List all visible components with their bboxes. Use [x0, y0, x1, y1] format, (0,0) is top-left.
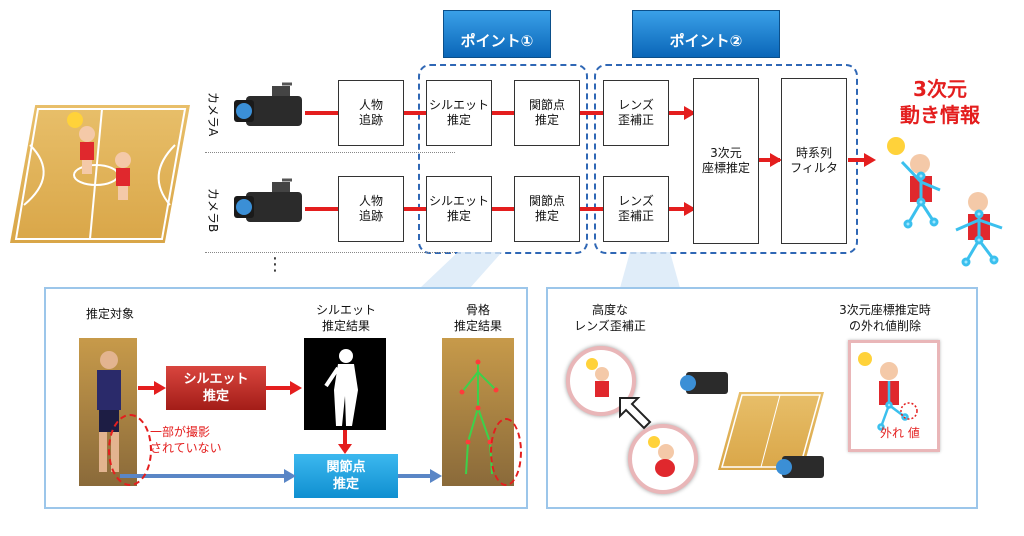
video-camera-icon — [234, 82, 302, 126]
arrow-head — [154, 381, 166, 395]
lens-correction-box: レンズ 歪補正 — [603, 176, 669, 242]
silhouette-estimation-step: シルエット 推定 — [166, 366, 266, 410]
joint-estimation-box: 関節点 推定 — [514, 176, 580, 242]
row-separator — [205, 152, 455, 153]
flow-line — [398, 474, 432, 478]
joint-estimation-step: 関節点 推定 — [294, 454, 398, 498]
point-1-title: ポイント① — [460, 32, 534, 50]
lens-circle-distorted — [628, 424, 698, 494]
outlier-removal-label: 3次元座標推定時 の外れ値削除 — [839, 303, 931, 333]
flow-line — [120, 474, 288, 478]
point-2-title: ポイント② — [669, 32, 743, 50]
skeleton-result-label: 骨格 推定結果 — [453, 303, 502, 333]
person-tracking-box: 人物 追跡 — [338, 80, 404, 146]
arrow-head — [430, 469, 442, 483]
output-title: 3次元 動き情報 — [900, 77, 980, 127]
silhouette-result-label: シルエット 推定結果 — [315, 303, 376, 333]
person-tracking-box: 人物 追跡 — [338, 176, 404, 242]
arrow-head — [290, 381, 302, 395]
camera-b-label: カメラB — [206, 188, 220, 233]
time-series-filter-box: 時系列 フィルタ — [781, 78, 847, 244]
skeleton-players-icon — [887, 137, 1003, 267]
outlier-tag: 外れ 値 — [880, 426, 920, 440]
point-2-tag: ポイント② 3次元動き解析 — [632, 10, 780, 88]
coord-3d-estimation-box: 3次元 座標推定 — [693, 78, 759, 244]
occlusion-ellipse — [490, 418, 522, 486]
point-1-tag: ポイント① 骨格推定 — [443, 10, 551, 88]
silhouette-estimation-box: シルエット 推定 — [426, 176, 492, 242]
silhouette-estimation-box: シルエット 推定 — [426, 80, 492, 146]
flow-line — [848, 158, 870, 162]
flow-line — [343, 430, 347, 446]
skeleton-estimation-group — [418, 64, 588, 254]
video-camera-icon — [680, 372, 728, 394]
flow-line — [758, 158, 780, 162]
occlusion-ellipse — [108, 414, 152, 486]
court-illustration — [10, 105, 190, 243]
flow-line — [305, 111, 700, 115]
more-cameras-ellipsis: ⋮ — [266, 254, 284, 275]
players-court-icon — [67, 112, 131, 200]
flow-line — [138, 386, 158, 390]
video-camera-icon — [776, 456, 824, 478]
joint-estimation-box: 関節点 推定 — [514, 80, 580, 146]
row-separator — [205, 252, 455, 253]
flow-line — [266, 386, 292, 390]
occlusion-note: 一部が撮影 されていない — [150, 425, 222, 455]
lens-correction-label: 高度な レンズ歪補正 — [574, 303, 646, 333]
arrow-head — [770, 153, 782, 167]
video-camera-icon — [234, 178, 302, 222]
flow-line — [305, 207, 700, 211]
lens-correction-box: レンズ 歪補正 — [603, 80, 669, 146]
arrow-head — [338, 444, 352, 454]
camera-a-label: カメラA — [206, 92, 220, 137]
silhouette-image — [304, 338, 386, 430]
arrow-head — [864, 153, 876, 167]
outlier-box — [848, 340, 940, 452]
target-label: 推定対象 — [85, 307, 134, 321]
up-left-arrow-icon — [619, 397, 652, 430]
callout-connectors — [420, 252, 680, 288]
arrow-head — [284, 469, 296, 483]
